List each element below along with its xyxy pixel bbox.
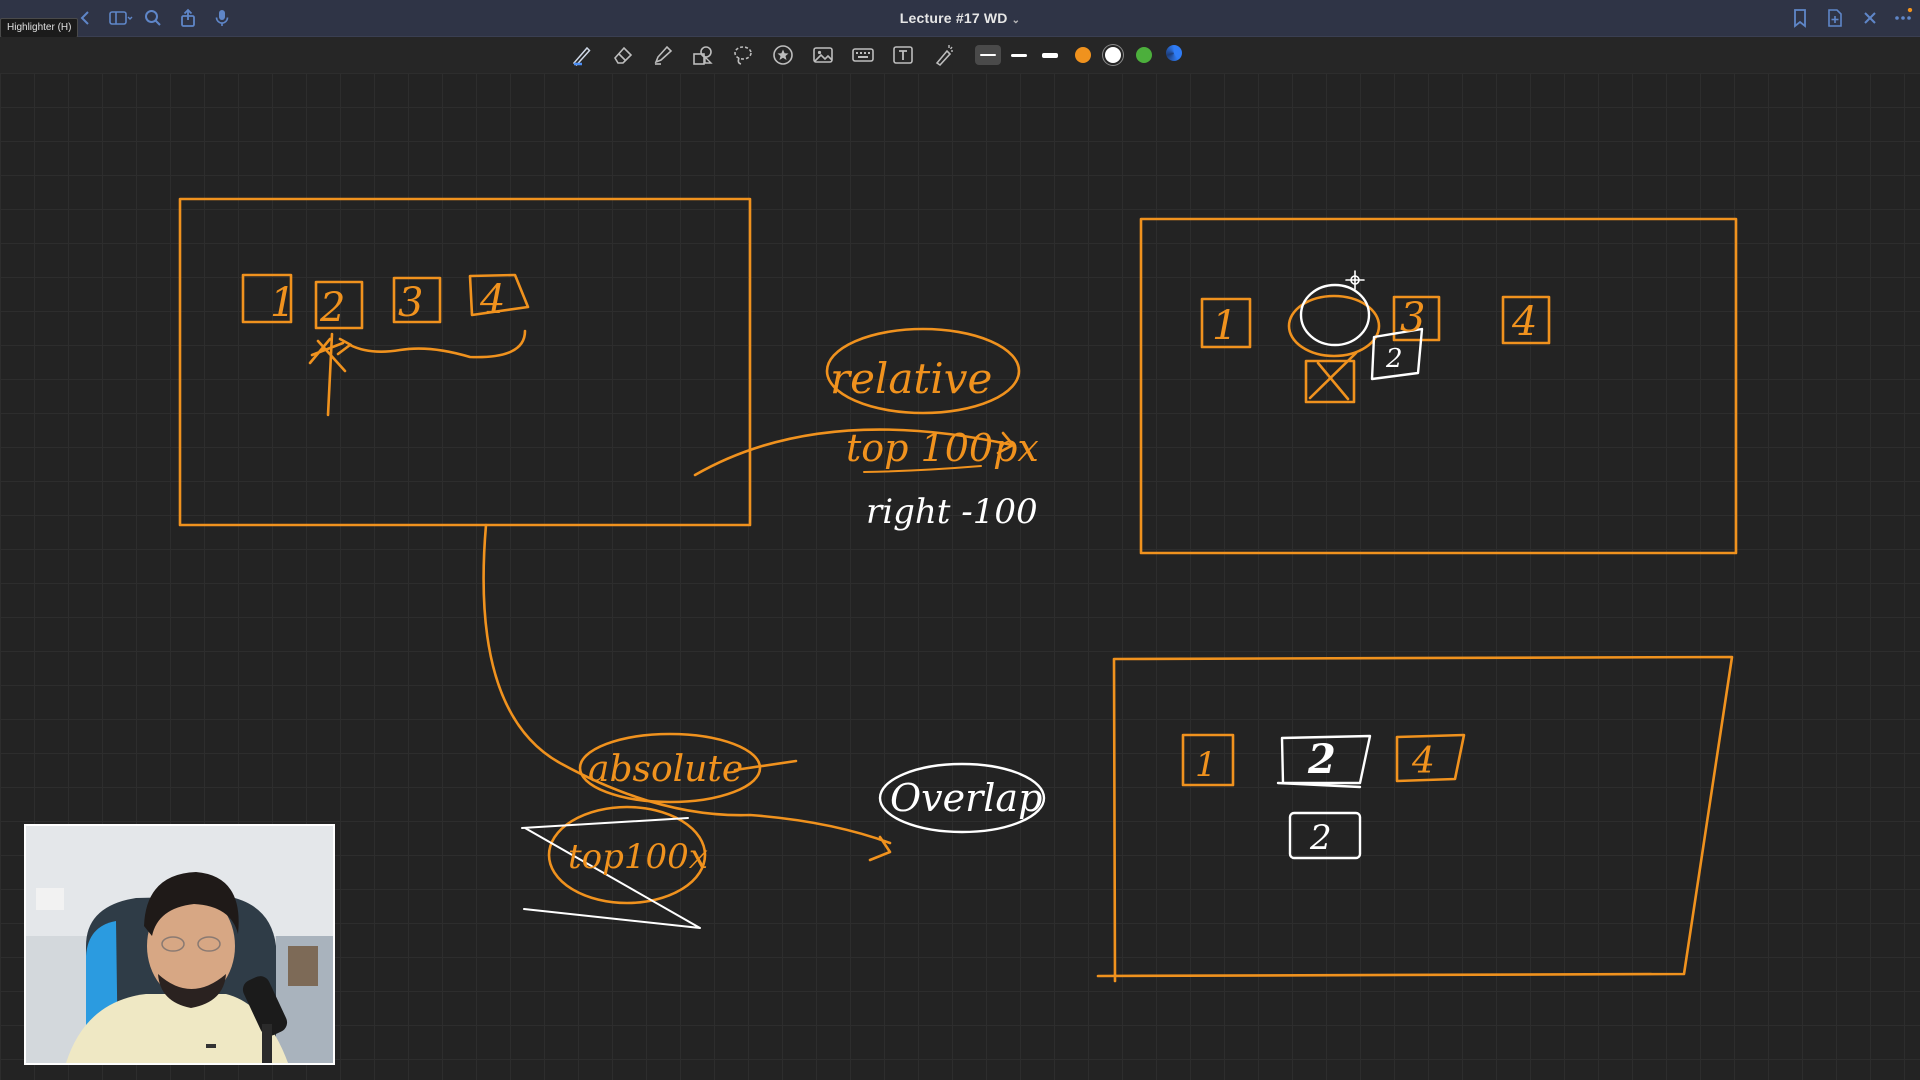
- pen-icon[interactable]: [570, 43, 594, 67]
- keyboard-icon[interactable]: [851, 43, 875, 67]
- box3-label-1: 1: [1195, 745, 1217, 785]
- box2-item-4: [1501, 295, 1551, 345]
- box2-label-3: 3: [1400, 295, 1425, 341]
- shapes-icon[interactable]: [691, 43, 715, 67]
- container-box-1: [178, 197, 752, 527]
- absolute-circle: [578, 732, 762, 804]
- thickness-thick-option[interactable]: [1037, 45, 1063, 65]
- overlap-circle: [878, 762, 1046, 834]
- box1-item-2: [314, 280, 364, 330]
- presenter-webcam: [24, 824, 335, 1065]
- whiteboard-canvas[interactable]: 1 2 3 4 1 3 4 1 4 relative top 100px abs…: [0, 73, 1920, 1080]
- absolute-strike: [733, 759, 798, 772]
- top100-circle: [547, 805, 707, 905]
- box3-label-2: 2: [1307, 736, 1336, 783]
- note-overlap: Overlap: [890, 776, 1042, 820]
- box2-item-1: [1200, 297, 1252, 349]
- box3-item-2-below: [1288, 811, 1362, 860]
- box1-move-arrow: [336, 329, 527, 359]
- lasso-icon[interactable]: [731, 43, 755, 67]
- box1-label-3: 3: [398, 280, 423, 326]
- box2-item-3: [1392, 295, 1441, 342]
- bookmark-icon[interactable]: [1790, 8, 1810, 28]
- box2-label-2: 2: [1385, 344, 1403, 374]
- box3-item-1: [1181, 733, 1235, 787]
- container-box-2: [1139, 217, 1738, 555]
- highlighter-icon[interactable]: [651, 43, 675, 67]
- ink-layer: 1 2 3 4 1 3 4 1 4 relative top 100px abs…: [178, 197, 1738, 983]
- box2-cross: [1308, 351, 1358, 401]
- box2-label-4: 4: [1511, 299, 1537, 345]
- color-picker-swatch[interactable]: [1166, 45, 1182, 61]
- microphone-icon[interactable]: [212, 8, 232, 28]
- chevron-down-icon: ⌄: [1011, 15, 1021, 26]
- box2-white-circle: [1299, 283, 1371, 347]
- box1-item-3: [392, 276, 442, 324]
- eraser-icon[interactable]: [611, 43, 635, 67]
- drawing-toolbar: [0, 37, 1920, 73]
- box1-label-2: 2: [319, 285, 345, 331]
- box3-label-2-below: 2: [1309, 818, 1332, 858]
- thickness-thin-option[interactable]: [975, 45, 1001, 65]
- note-right-minus-100: right -100: [866, 492, 1038, 532]
- box1-item-1: [241, 273, 293, 324]
- note-top100x-struck: top100x: [568, 837, 708, 877]
- note-absolute: absolute: [588, 749, 743, 790]
- relative-circle: [825, 327, 1021, 415]
- container-box-3: [1096, 655, 1734, 983]
- top-underline: [863, 465, 982, 473]
- text-box-icon[interactable]: [891, 43, 915, 67]
- relative-arrow: [693, 428, 1015, 477]
- box3-item-2: [1276, 734, 1372, 789]
- box3-item-4: [1395, 733, 1466, 783]
- box1-item-4: [468, 273, 530, 317]
- cursor-crosshair-icon: [1345, 270, 1365, 290]
- back-chevron-icon[interactable]: [76, 8, 96, 28]
- box1-scribble: [308, 332, 347, 417]
- top100-cross: [521, 817, 701, 929]
- close-icon[interactable]: [1860, 8, 1880, 28]
- search-icon[interactable]: [143, 8, 163, 28]
- color-orange-swatch[interactable]: [1075, 47, 1091, 63]
- share-icon[interactable]: [178, 8, 198, 28]
- sidebar-toggle-icon[interactable]: [108, 8, 134, 28]
- box3-label-4: 4: [1411, 741, 1435, 782]
- document-title-text: Lecture #17 WD: [899, 10, 1008, 26]
- tooltip: Highlighter (H): [0, 18, 79, 38]
- thickness-medium-option[interactable]: [1006, 45, 1032, 65]
- note-relative: relative: [830, 354, 992, 403]
- laser-pointer-icon[interactable]: [931, 43, 955, 67]
- box2-item-2: [1370, 327, 1424, 381]
- title-bar: Lecture #17 WD⌄ Highlighter (H): [0, 0, 1920, 38]
- absolute-arrow: [482, 523, 892, 862]
- box2-label-1: 1: [1212, 303, 1237, 349]
- note-top-100px: top 100px: [846, 426, 1039, 470]
- box2-circle: [1287, 294, 1381, 358]
- color-white-swatch[interactable]: [1105, 47, 1121, 63]
- more-options-icon[interactable]: [1893, 7, 1913, 28]
- sticker-icon[interactable]: [771, 43, 795, 67]
- document-title[interactable]: Lecture #17 WD⌄: [0, 10, 1920, 26]
- box1-label-1: 1: [270, 280, 295, 326]
- add-page-icon[interactable]: [1825, 8, 1845, 28]
- box2-faded-slot: [1304, 359, 1356, 404]
- box1-label-4: 4: [479, 277, 505, 323]
- color-green-swatch[interactable]: [1136, 47, 1152, 63]
- image-icon[interactable]: [811, 43, 835, 67]
